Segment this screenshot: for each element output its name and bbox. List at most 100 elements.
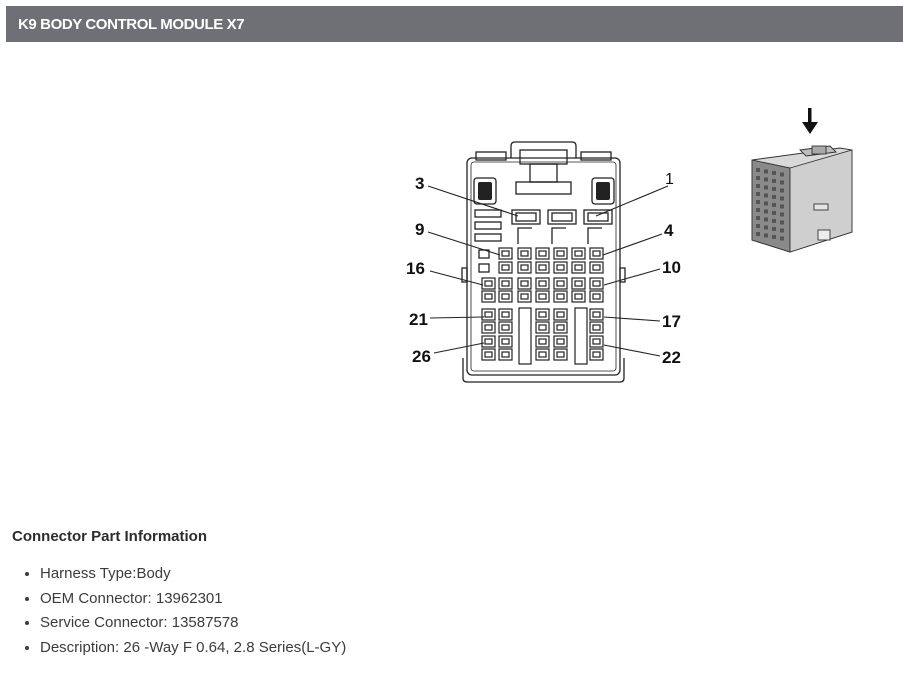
thumb-pin: [764, 193, 768, 198]
down-arrow-icon: [802, 108, 818, 134]
pin-cavity: [498, 277, 513, 290]
thumb-pin: [772, 195, 776, 199]
pin-cavity: [498, 335, 513, 348]
pin-cavity-inner: [520, 280, 529, 287]
thumb-pin: [780, 188, 784, 193]
connector-face-diagram: 3 1 9 4 16 10 21 17 26 22: [406, 141, 681, 383]
pin-cavity: [571, 277, 586, 290]
pin-label-26: 26: [412, 347, 431, 366]
pin-cavity-inner: [592, 324, 601, 331]
thumb-pin: [772, 227, 776, 231]
thumb-pin: [764, 209, 768, 214]
pin-cavity: [553, 321, 568, 334]
pin-cavity: [535, 290, 550, 303]
thumb-pin: [780, 220, 784, 225]
pin-cavity-inner: [520, 293, 529, 300]
pin-cavity: [553, 348, 568, 361]
pin-cavity-inner: [501, 351, 510, 358]
pin-label-9: 9: [415, 220, 424, 239]
pin-cavity-inner: [501, 338, 510, 345]
thumb-pin: [780, 196, 784, 201]
pin-cavity: [535, 277, 550, 290]
pin-cavity: [553, 247, 568, 260]
thumb-pin: [772, 187, 776, 191]
pin-cavity: [589, 277, 604, 290]
page-title: K9 BODY CONTROL MODULE X7: [18, 16, 245, 33]
pin-cavity: [589, 335, 604, 348]
pin-cavity: [481, 308, 496, 321]
pin-cavity-inner: [520, 250, 529, 257]
pin-cavity: [589, 261, 604, 274]
pin-cavity-inner: [538, 324, 547, 331]
pin-cavity-inner: [556, 250, 565, 257]
pin-cavity-inner: [501, 264, 510, 271]
pin-cavity: [498, 348, 513, 361]
pin-cavity-inner: [538, 280, 547, 287]
pin-cavity-inner: [538, 264, 547, 271]
thumb-pin: [764, 185, 768, 190]
pin-cavity: [571, 290, 586, 303]
page-header: K9 BODY CONTROL MODULE X7: [6, 6, 903, 42]
pin-label-4: 4: [664, 221, 674, 240]
pin-cavity: [571, 261, 586, 274]
connector-info-list: Harness Type:Body OEM Connector: 1396230…: [20, 562, 346, 660]
thumb-pin: [764, 225, 768, 230]
thumb-pin: [764, 217, 768, 222]
pin-cavity: [481, 277, 496, 290]
thumb-pin: [756, 232, 760, 236]
pin-cavity-inner: [592, 351, 601, 358]
pin-cavity: [553, 308, 568, 321]
pin-cavity: [589, 290, 604, 303]
pin-cavity: [535, 321, 550, 334]
pin-label-1: 1: [665, 171, 674, 188]
pin-label-16: 16: [406, 259, 425, 278]
pin-cavity: [535, 261, 550, 274]
pin-cavity: [481, 321, 496, 334]
pin-cavity-inner: [556, 293, 565, 300]
pin-cavity-inner: [556, 280, 565, 287]
thumb-pin: [780, 228, 784, 233]
pin-cavity-inner: [501, 311, 510, 318]
pin-cavity-inner: [556, 264, 565, 271]
pin-cavity: [553, 261, 568, 274]
pin-cavity-inner: [574, 293, 583, 300]
pin-cavity: [517, 277, 532, 290]
pin-cavity-inner: [538, 311, 547, 318]
pin-cavity-inner: [484, 324, 493, 331]
pin-cavity-inner: [538, 250, 547, 257]
pin-cavity-inner: [484, 293, 493, 300]
thumb-pin: [780, 204, 784, 209]
pin-cavity-inner: [501, 293, 510, 300]
list-item: Service Connector: 13587578: [40, 611, 346, 636]
pin-cavity-inner: [592, 311, 601, 318]
pin-cavity-inner: [556, 324, 565, 331]
list-item: Description: 26 -Way F 0.64, 2.8 Series(…: [40, 636, 346, 661]
pin-cavity-inner: [538, 338, 547, 345]
pin-cavity: [517, 247, 532, 260]
pin-cavity-inner: [592, 338, 601, 345]
connector-thumbnail: [751, 108, 853, 253]
pin-cavity-inner: [556, 351, 565, 358]
thumb-pin: [780, 180, 784, 185]
pin-cavity: [535, 335, 550, 348]
thumb-pin: [780, 212, 784, 217]
pin-cavity: [498, 321, 513, 334]
list-item: Harness Type:Body: [40, 562, 346, 587]
pin-cavity: [589, 308, 604, 321]
slot-bar: [518, 307, 532, 365]
thumb-pin: [756, 224, 760, 228]
pin-cavity: [517, 290, 532, 303]
pin-cavity-inner: [484, 311, 493, 318]
thumb-pin: [780, 172, 784, 177]
pin-cavity-inner: [592, 264, 601, 271]
pin-cavity-inner: [501, 250, 510, 257]
pin-cavity: [535, 348, 550, 361]
pin-cavity: [498, 308, 513, 321]
pin-cavity-inner: [592, 293, 601, 300]
pin-cavity: [589, 321, 604, 334]
connector-housing: [466, 157, 621, 376]
pin-cavity: [535, 308, 550, 321]
thumb-pin: [756, 176, 760, 180]
pin-cavity: [481, 348, 496, 361]
thumb-pin: [772, 179, 776, 183]
